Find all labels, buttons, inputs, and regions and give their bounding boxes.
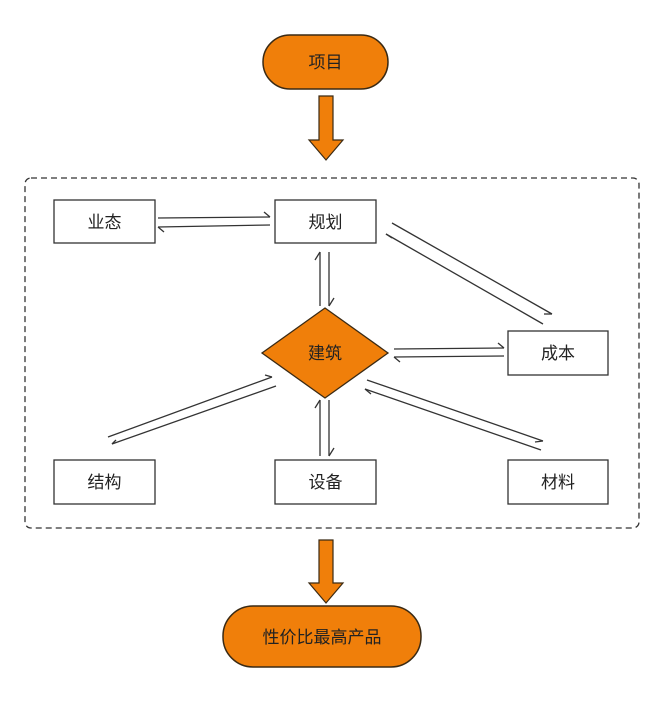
connectors <box>107 211 553 457</box>
connector-jianzhu-chengben <box>393 342 505 363</box>
project-node: 项目 <box>262 34 389 90</box>
connector-yetai-guihua <box>157 211 271 233</box>
shebei-label: 设备 <box>309 473 343 493</box>
result-label: 性价比最高产品 <box>263 628 382 648</box>
chengben-node: 成本 <box>507 330 609 376</box>
jianzhu-label: 建筑 <box>308 344 342 364</box>
connector-jianzhu-shebei <box>314 399 335 457</box>
chengben-label: 成本 <box>541 344 575 364</box>
connector-jianzhu-cailiao <box>364 379 544 451</box>
jianzhu-node: 建筑 <box>260 307 390 399</box>
connector-guihua-jianzhu <box>314 251 335 307</box>
down-arrow-bottom-icon <box>307 539 345 604</box>
yetai-label: 业态 <box>88 213 122 233</box>
project-label: 项目 <box>309 53 343 73</box>
guihua-node: 规划 <box>274 199 377 244</box>
dashed-group-container <box>24 177 640 529</box>
guihua-label: 规划 <box>309 213 343 233</box>
result-node: 性价比最高产品 <box>222 605 422 668</box>
jiegou-label: 结构 <box>88 473 122 493</box>
yetai-node: 业态 <box>53 199 156 244</box>
cailiao-node: 材料 <box>507 459 609 505</box>
connector-jianzhu-jiegou <box>107 374 277 445</box>
down-arrow-top-icon <box>307 95 345 161</box>
shebei-node: 设备 <box>274 459 377 505</box>
jiegou-node: 结构 <box>53 459 156 505</box>
cailiao-label: 材料 <box>541 473 575 493</box>
connector-guihua-chengben <box>385 222 553 325</box>
